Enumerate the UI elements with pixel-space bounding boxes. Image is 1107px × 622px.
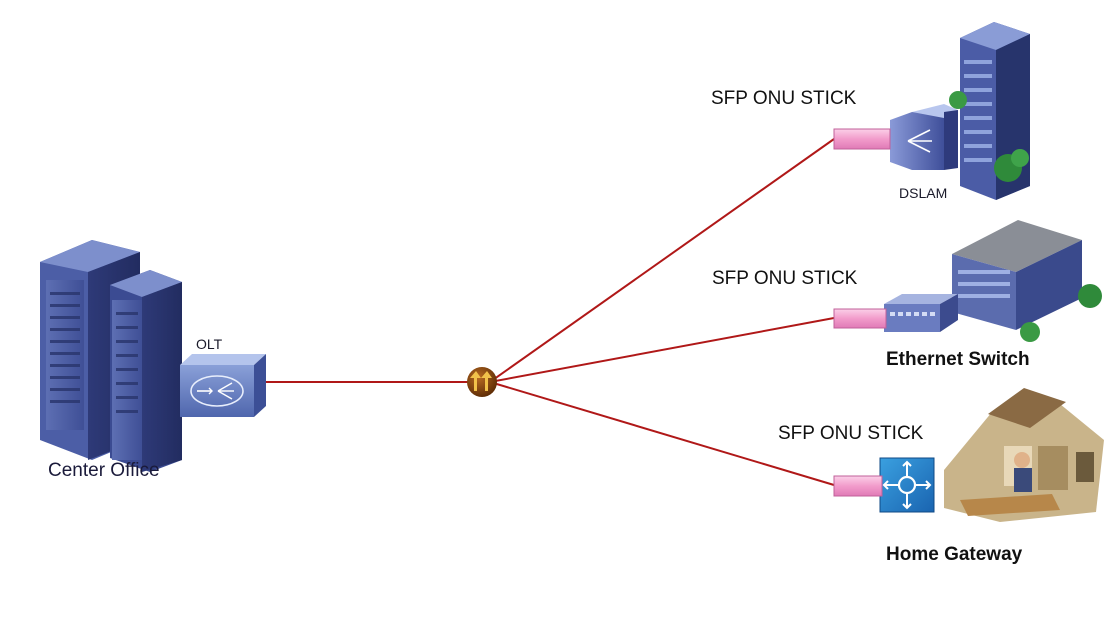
fiber-splitter-to-gateway — [489, 381, 835, 486]
fiber-splitter-to-dslam — [489, 138, 835, 383]
office-tower-icon — [40, 240, 182, 472]
ethernet-switch-label: Ethernet Switch — [886, 349, 1030, 370]
sfp-stick-icon — [833, 128, 891, 150]
corporate-building-icon — [952, 220, 1102, 342]
ethernet-switch-icon — [884, 294, 958, 332]
center-office-label: Center Office — [48, 460, 160, 481]
dslam-label: DSLAM — [899, 185, 947, 201]
house-icon — [944, 388, 1104, 522]
fiber-splitter-to-switch — [489, 317, 835, 383]
sfp-stick-icon — [833, 308, 887, 329]
sfp-onu-stick-label: SFP ONU STICK — [712, 268, 858, 289]
sfp-stick-icon — [833, 475, 883, 497]
optical-splitter-icon — [467, 367, 497, 397]
olt-label: OLT — [196, 336, 223, 352]
sfp-onu-stick-label: SFP ONU STICK — [711, 88, 857, 109]
olt-device-icon — [180, 354, 266, 417]
office-building-icon — [949, 22, 1030, 200]
sfp-onu-stick-label: SFP ONU STICK — [778, 423, 924, 444]
fiber-links — [266, 138, 835, 486]
dslam-icon — [890, 104, 958, 170]
home-gateway-icon — [879, 457, 935, 513]
home-gateway-label: Home Gateway — [886, 544, 1023, 565]
